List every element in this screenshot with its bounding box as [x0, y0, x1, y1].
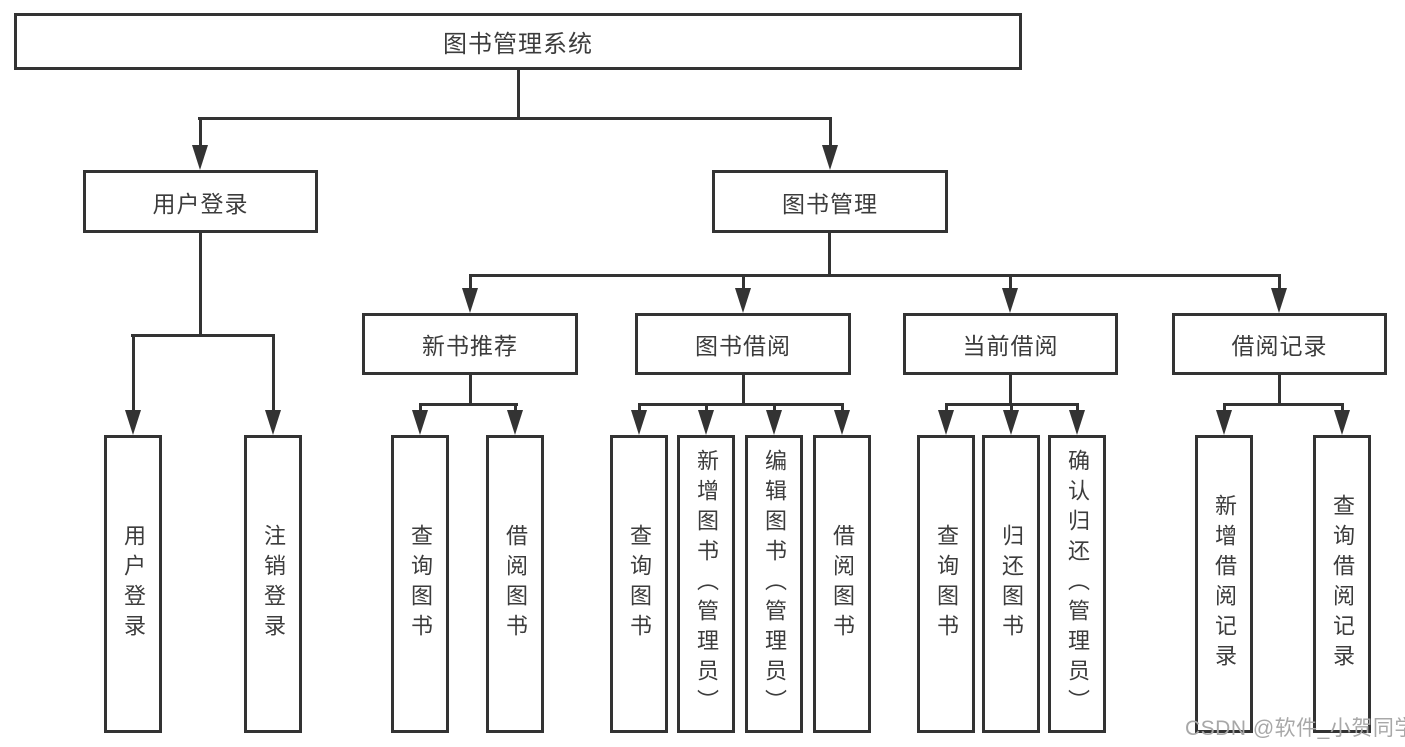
leaf-label: 确认归还（管理员）: [1065, 449, 1090, 719]
leaf-query-books-current: 查询图书: [917, 435, 975, 733]
connector-line: [131, 334, 275, 337]
leaf-query-books-recommend: 查询图书: [391, 435, 449, 733]
connector-line: [469, 274, 1281, 277]
connector-line: [1009, 375, 1012, 406]
connector-line: [1010, 403, 1013, 413]
arrow-down-icon: [834, 410, 850, 435]
node-book-management: 图书管理: [712, 170, 948, 233]
leaf-label: 借阅图书: [830, 524, 855, 644]
connector-line: [1076, 403, 1079, 413]
leaf-label: 新增图书（管理员）: [694, 449, 719, 719]
leaf-return-books: 归还图书: [982, 435, 1040, 733]
arrow-down-icon: [698, 410, 714, 435]
connector-line: [705, 403, 708, 413]
leaf-label: 归还图书: [999, 524, 1024, 644]
connector-line: [198, 117, 832, 120]
leaf-add-borrow-record: 新增借阅记录: [1195, 435, 1253, 733]
node-label: 当前借阅: [962, 333, 1059, 359]
leaf-label: 用户登录: [121, 524, 146, 644]
connector-line: [638, 403, 844, 406]
connector-line: [514, 403, 517, 413]
connector-line: [469, 375, 472, 406]
leaf-label: 查询借阅记录: [1330, 494, 1355, 674]
connector-line: [469, 274, 472, 290]
arrow-down-icon: [192, 145, 208, 170]
connector-line: [1278, 375, 1281, 406]
connector-line: [272, 334, 275, 412]
leaf-label: 编辑图书（管理员）: [762, 449, 787, 719]
connector-line: [199, 233, 202, 336]
arrow-down-icon: [1069, 410, 1085, 435]
node-label: 用户登录: [152, 190, 249, 217]
csdn-watermark: CSDN @软件_小贺同学: [1185, 717, 1405, 740]
leaf-user-login: 用户登录: [104, 435, 162, 733]
connector-line: [1278, 274, 1281, 290]
arrow-down-icon: [412, 410, 428, 435]
arrow-down-icon: [507, 410, 523, 435]
connector-line: [638, 403, 641, 413]
connector-line: [199, 117, 202, 148]
connector-line: [742, 274, 745, 290]
connector-line: [132, 334, 135, 412]
leaf-borrow-books: 借阅图书: [813, 435, 871, 733]
arrow-down-icon: [735, 288, 751, 313]
leaf-label: 查询图书: [627, 524, 652, 644]
arrow-down-icon: [1003, 410, 1019, 435]
arrow-down-icon: [938, 410, 954, 435]
leaf-logout: 注销登录: [244, 435, 302, 733]
leaf-query-books-borrowing: 查询图书: [610, 435, 668, 733]
connector-line: [1009, 274, 1012, 290]
arrow-down-icon: [822, 145, 838, 170]
leaf-edit-books-admin: 编辑图书（管理员）: [745, 435, 803, 733]
leaf-label: 新增借阅记录: [1212, 494, 1237, 674]
leaf-borrow-books-recommend: 借阅图书: [486, 435, 544, 733]
connector-line: [1223, 403, 1226, 413]
leaf-add-books-admin: 新增图书（管理员）: [677, 435, 735, 733]
connector-line: [828, 233, 831, 277]
connector-line: [1341, 403, 1344, 413]
connector-line: [742, 375, 745, 406]
connector-line: [773, 403, 776, 413]
node-book-borrowing: 图书借阅: [635, 313, 851, 375]
connector-line: [841, 403, 844, 413]
connector-line: [829, 117, 832, 148]
connector-line: [517, 70, 520, 118]
node-label: 图书管理系统: [443, 31, 593, 58]
node-system-root: 图书管理系统: [14, 13, 1022, 70]
node-label: 图书借阅: [695, 333, 791, 359]
leaf-label: 借阅图书: [503, 524, 528, 644]
node-label: 新书推荐: [422, 333, 518, 359]
connector-line: [419, 403, 518, 406]
arrow-down-icon: [1334, 410, 1350, 435]
node-borrowing-records: 借阅记录: [1172, 313, 1387, 375]
leaf-label: 注销登录: [261, 524, 286, 644]
node-new-book-recommend: 新书推荐: [362, 313, 578, 375]
arrow-down-icon: [1216, 410, 1232, 435]
leaf-label: 查询图书: [934, 524, 959, 644]
arrow-down-icon: [1002, 288, 1018, 313]
connector-line: [1223, 403, 1344, 406]
connector-line: [945, 403, 948, 413]
node-current-borrowing: 当前借阅: [903, 313, 1118, 375]
arrow-down-icon: [265, 410, 281, 435]
arrow-down-icon: [766, 410, 782, 435]
arrow-down-icon: [631, 410, 647, 435]
leaf-query-borrow-record: 查询借阅记录: [1313, 435, 1371, 733]
node-label: 借阅记录: [1231, 333, 1328, 359]
node-user-login: 用户登录: [83, 170, 318, 233]
leaf-label: 查询图书: [408, 524, 433, 644]
leaf-confirm-return-admin: 确认归还（管理员）: [1048, 435, 1106, 733]
connector-line: [419, 403, 422, 413]
arrow-down-icon: [462, 288, 478, 313]
node-label: 图书管理: [782, 190, 878, 217]
arrow-down-icon: [1271, 288, 1287, 313]
arrow-down-icon: [125, 410, 141, 435]
